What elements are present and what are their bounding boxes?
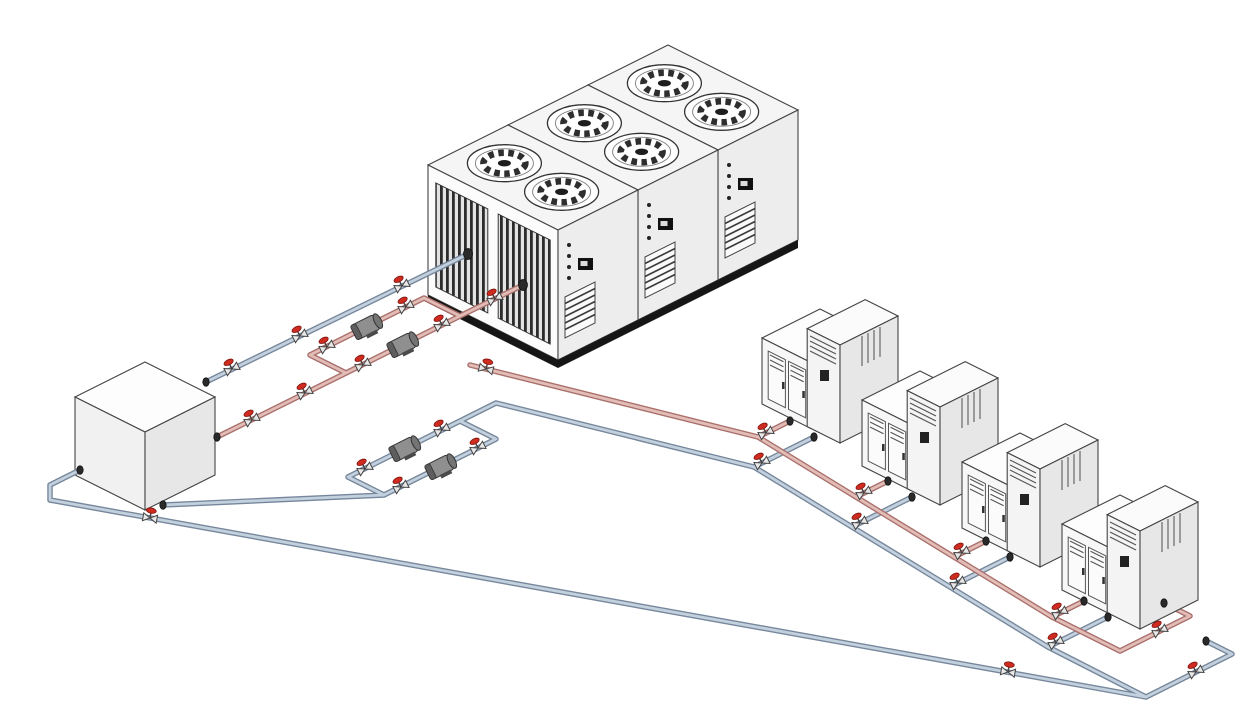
- pipe-flange: [518, 279, 528, 291]
- pipe-flange: [1080, 596, 1088, 606]
- pipe-flange: [213, 432, 221, 442]
- pipe-flange: [786, 416, 794, 426]
- pipe-flange: [908, 492, 916, 502]
- pipe-flanges: [76, 248, 1210, 646]
- pipe-flange: [810, 432, 818, 442]
- pipe-flange: [202, 377, 210, 387]
- pipe-flange: [1104, 612, 1112, 622]
- pipe-flange: [76, 465, 84, 475]
- pipe-flange: [1006, 552, 1014, 562]
- pipe-flange: [982, 536, 990, 546]
- pipe-flange: [884, 476, 892, 486]
- buffer-tank: [73, 361, 217, 511]
- pipe-flange: [1202, 636, 1210, 646]
- pipe-flange: [159, 500, 167, 510]
- pipe-flange: [1160, 598, 1168, 608]
- tank-side-face: [144, 396, 216, 511]
- pipe-flange: [463, 248, 473, 260]
